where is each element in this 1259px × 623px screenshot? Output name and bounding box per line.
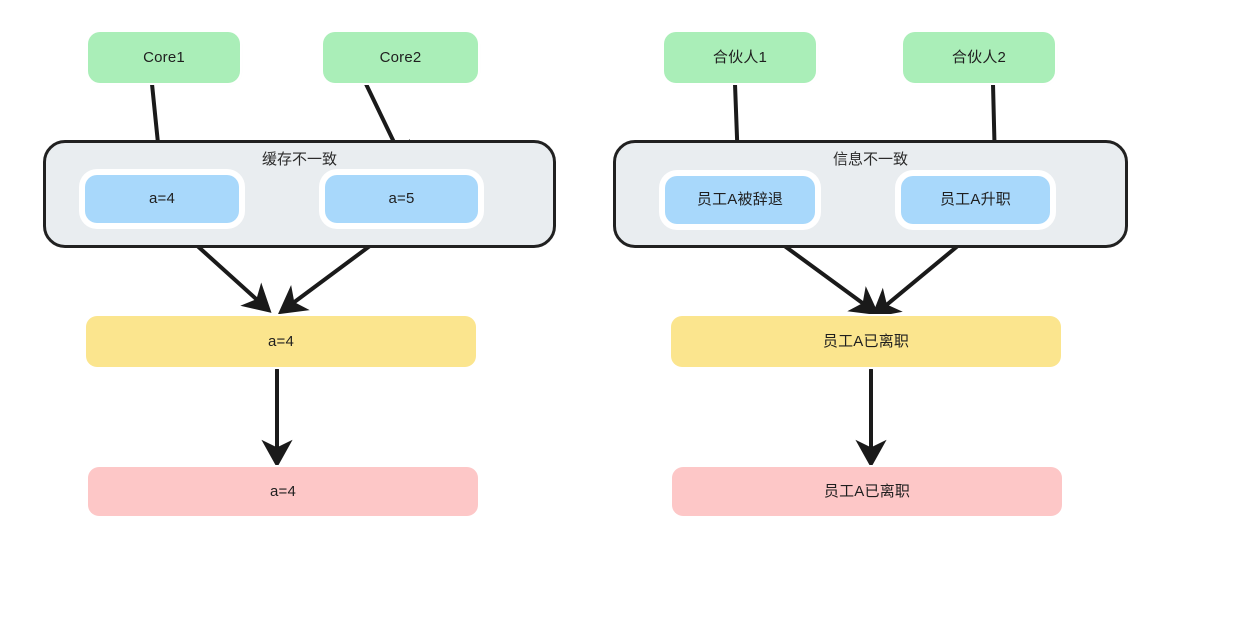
node-partner2[interactable]: 合伙人2 [903, 32, 1055, 83]
node-state-fired[interactable]: 员工A被辞退 [665, 176, 815, 224]
node-state-a5-label: a=5 [388, 190, 415, 207]
node-merged-a4-label: a=4 [267, 332, 295, 350]
node-result-left[interactable]: 员工A已离职 [672, 467, 1062, 516]
node-state-a5[interactable]: a=5 [325, 175, 478, 223]
node-partner1-label: 合伙人1 [712, 48, 768, 66]
node-state-a4[interactable]: a=4 [85, 175, 239, 223]
node-state-promoted-label: 员工A升职 [939, 191, 1011, 208]
node-core1-label: Core1 [143, 48, 185, 66]
node-partner2-label: 合伙人2 [951, 48, 1007, 66]
node-result-a4[interactable]: a=4 [88, 467, 478, 516]
group-label-info: 信息不一致 [832, 151, 908, 168]
node-merged-left[interactable]: 员工A已离职 [671, 316, 1061, 367]
node-state-fired-label: 员工A被辞退 [696, 191, 784, 208]
node-state-a4-label: a=4 [148, 190, 176, 207]
group-label-cache: 缓存不一致 [261, 151, 337, 168]
node-core2-label: Core2 [379, 48, 422, 66]
node-core2[interactable]: Core2 [323, 32, 478, 83]
node-partner1[interactable]: 合伙人1 [664, 32, 816, 83]
node-merged-a4[interactable]: a=4 [86, 316, 476, 367]
node-core1[interactable]: Core1 [88, 32, 240, 83]
node-result-a4-label: a=4 [269, 482, 297, 500]
node-state-promoted[interactable]: 员工A升职 [901, 176, 1050, 224]
node-result-left-label: 员工A已离职 [823, 482, 911, 500]
node-merged-left-label: 员工A已离职 [822, 332, 910, 350]
